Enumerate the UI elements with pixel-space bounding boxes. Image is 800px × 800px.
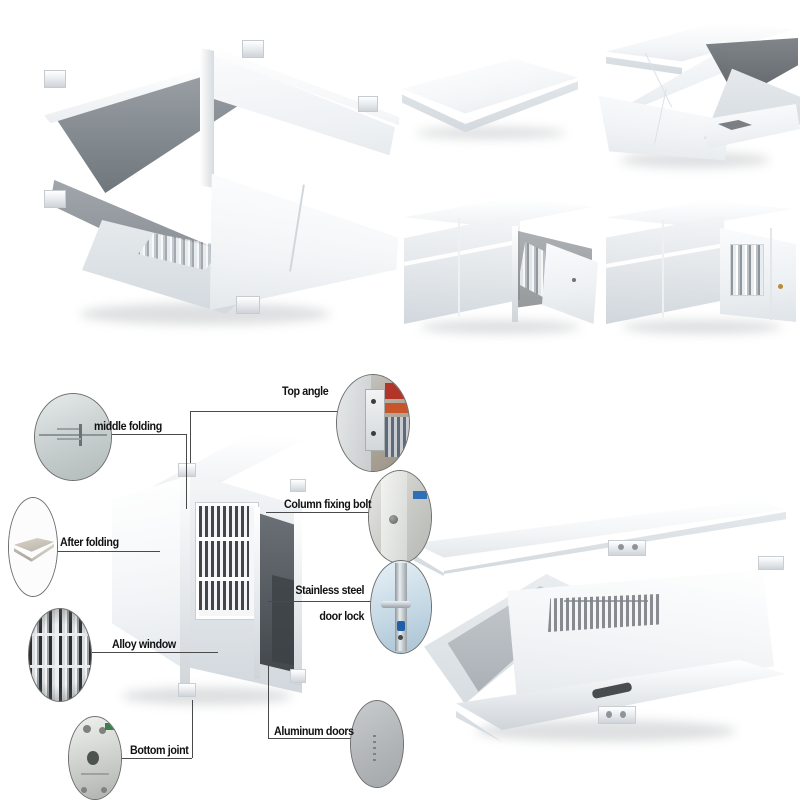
column-fixing-bolt-detail	[368, 470, 432, 564]
alloy-louver-window	[730, 244, 764, 296]
callout-label-top-angle: Top angle	[282, 386, 329, 398]
leader-top-angle	[190, 411, 350, 412]
bottom-joint-detail	[68, 716, 122, 800]
callout-label-aluminum-doors: Aluminum doors	[274, 726, 354, 738]
leader-bottom-joint-rise	[192, 700, 193, 758]
callout-label-after-folding: After folding	[60, 537, 119, 549]
photo-container-louver-door	[604, 192, 800, 342]
alloy-window-detail	[28, 608, 92, 702]
callout-label-middle-folding: middle folding	[94, 421, 162, 433]
door-lock-line-1: Stainless steel	[295, 585, 365, 597]
callout-label-column-fixing-bolt: Column fixing bolt	[284, 499, 372, 511]
leader-aluminum-doors-drop	[268, 660, 269, 738]
aluminum-doors-detail	[350, 700, 404, 788]
stainless-steel-door-lock-detail	[370, 560, 432, 654]
leader-bottom-joint	[114, 758, 192, 759]
photo-half-unfolded	[590, 12, 800, 182]
photo-annotated-container	[112, 425, 322, 725]
photo-flat-packed-panel	[402, 55, 582, 150]
leader-middle-folding-drop	[186, 434, 187, 509]
photo-container-open-end	[402, 192, 602, 342]
photo-folding-open-butterfly	[30, 18, 400, 333]
callout-label-stainless-steel-door-lock: Stainless steel door lock	[286, 572, 364, 624]
leader-after-folding	[48, 551, 160, 552]
after-folding-detail	[8, 497, 58, 597]
leader-middle-folding	[90, 434, 186, 435]
door-lock-line-2: door lock	[319, 611, 365, 623]
photo-unfolding-roof	[396, 500, 796, 760]
leader-door-lock	[268, 601, 372, 602]
top-angle-detail	[336, 374, 410, 472]
leader-top-angle-rise	[190, 411, 191, 463]
leader-alloy-window	[82, 652, 218, 653]
callout-label-bottom-joint: Bottom joint	[130, 745, 189, 757]
middle-folding-detail	[34, 393, 112, 481]
leader-aluminum-doors	[268, 738, 358, 739]
leader-column-fixing-bolt	[266, 512, 370, 513]
callout-label-alloy-window: Alloy window	[112, 639, 176, 651]
